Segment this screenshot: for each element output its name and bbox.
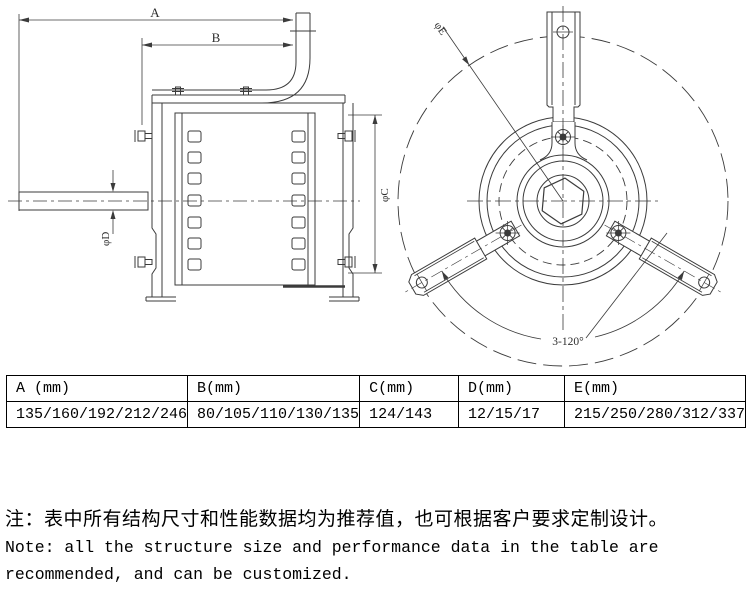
table-header-row: A (mm) B(mm) C(mm) D(mm) E(mm) — [5, 375, 747, 402]
header-cell-b: B(mm) — [187, 375, 361, 402]
bolt-icon — [606, 221, 631, 245]
side-view-drawing: A B — [8, 5, 390, 302]
vent-slots — [187, 130, 306, 271]
dimension-b: B — [141, 30, 293, 125]
bolt-icon — [337, 130, 356, 142]
bolt-icon — [240, 86, 252, 96]
centerlines — [467, 6, 658, 330]
note-english-line2: recommended, and can be customized. — [5, 565, 352, 584]
dimension-a-label: A — [150, 5, 160, 20]
bolt-icon — [134, 130, 153, 142]
bolt-icon — [337, 256, 356, 268]
bolt-icon — [134, 256, 153, 268]
header-cell-d: D(mm) — [457, 375, 565, 402]
conduit-tube — [152, 12, 316, 104]
notes-block: 注：表中所有结构尺寸和性能数据均为推荐值，也可根据客户要求定制设计。 Note:… — [5, 506, 747, 588]
left-bracket — [134, 103, 176, 302]
bolt-icon — [495, 221, 520, 245]
table-value-row: 135/160/192/212/246 80/105/110/130/135 1… — [5, 401, 747, 428]
dimension-d: φD — [100, 170, 123, 246]
dimension-table: A (mm) B(mm) C(mm) D(mm) E(mm) 135/160/1… — [5, 375, 747, 428]
value-cell-e: 215/250/280/312/337 — [563, 401, 747, 428]
dimension-e-label: φE — [432, 20, 449, 38]
dimension-a: A — [18, 5, 293, 211]
header-cell-e: E(mm) — [563, 375, 747, 402]
value-cell-c: 124/143 — [359, 401, 459, 428]
right-bracket — [329, 103, 360, 302]
hex-bore — [541, 177, 585, 225]
value-cell-a: 135/160/192/212/246 — [5, 401, 189, 428]
front-view-drawing: φE 3-120° — [397, 6, 729, 367]
angle-dimension: 3-120° — [441, 232, 685, 348]
header-cell-c: C(mm) — [359, 375, 459, 402]
dimension-b-label: B — [212, 30, 221, 45]
header-cell-a: A (mm) — [5, 375, 189, 402]
lower-right-arm — [604, 220, 725, 296]
dimension-c: φC — [348, 114, 390, 274]
value-cell-b: 80/105/110/130/135 — [187, 401, 361, 428]
mounting-circle — [397, 35, 729, 367]
value-cell-d: 12/15/17 — [457, 401, 565, 428]
note-chinese: 注：表中所有结构尺寸和性能数据均为推荐值，也可根据客户要求定制设计。 — [5, 509, 669, 530]
dimension-d-label: φD — [100, 232, 112, 246]
dimension-c-label: φC — [379, 188, 390, 202]
top-arm — [539, 11, 588, 161]
bolt-icon — [172, 86, 184, 96]
note-english-line1: Note: all the structure size and perform… — [5, 538, 659, 557]
hub-bolts — [495, 125, 631, 245]
angle-label: 3-120° — [552, 336, 584, 348]
top-mounting-bar — [151, 86, 346, 104]
motor-body — [174, 112, 345, 288]
dimension-e: φE — [432, 20, 564, 202]
